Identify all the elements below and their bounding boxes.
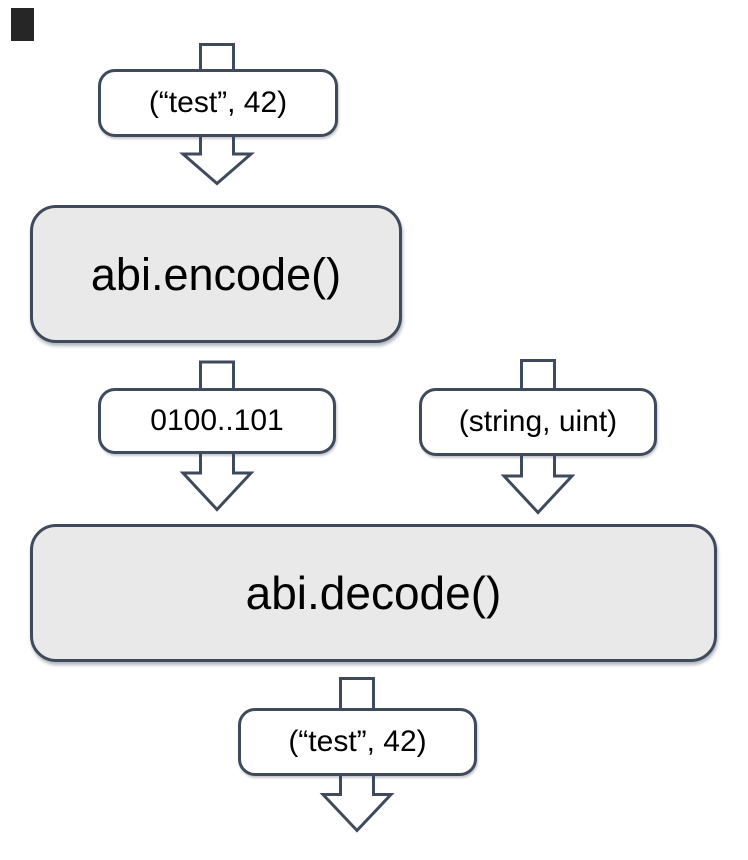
node-abi-decode: abi.decode() — [30, 524, 717, 662]
node-encoded-bytes: 0100..101 — [98, 388, 336, 454]
node-encoded-label: 0100..101 — [150, 404, 284, 437]
node-types-label: (string, uint) — [458, 405, 618, 438]
node-decode-label: abi.decode() — [245, 567, 502, 619]
node-output-values: (“test”, 42) — [238, 708, 477, 776]
node-type-tuple: (string, uint) — [419, 388, 657, 456]
node-abi-encode: abi.encode() — [30, 205, 402, 343]
corner-mark — [11, 8, 34, 41]
node-encode-label: abi.encode() — [90, 248, 342, 300]
node-input-values: (“test”, 42) — [98, 69, 338, 137]
node-input-label: (“test”, 42) — [148, 86, 288, 119]
node-output-label: (“test”, 42) — [288, 725, 427, 758]
